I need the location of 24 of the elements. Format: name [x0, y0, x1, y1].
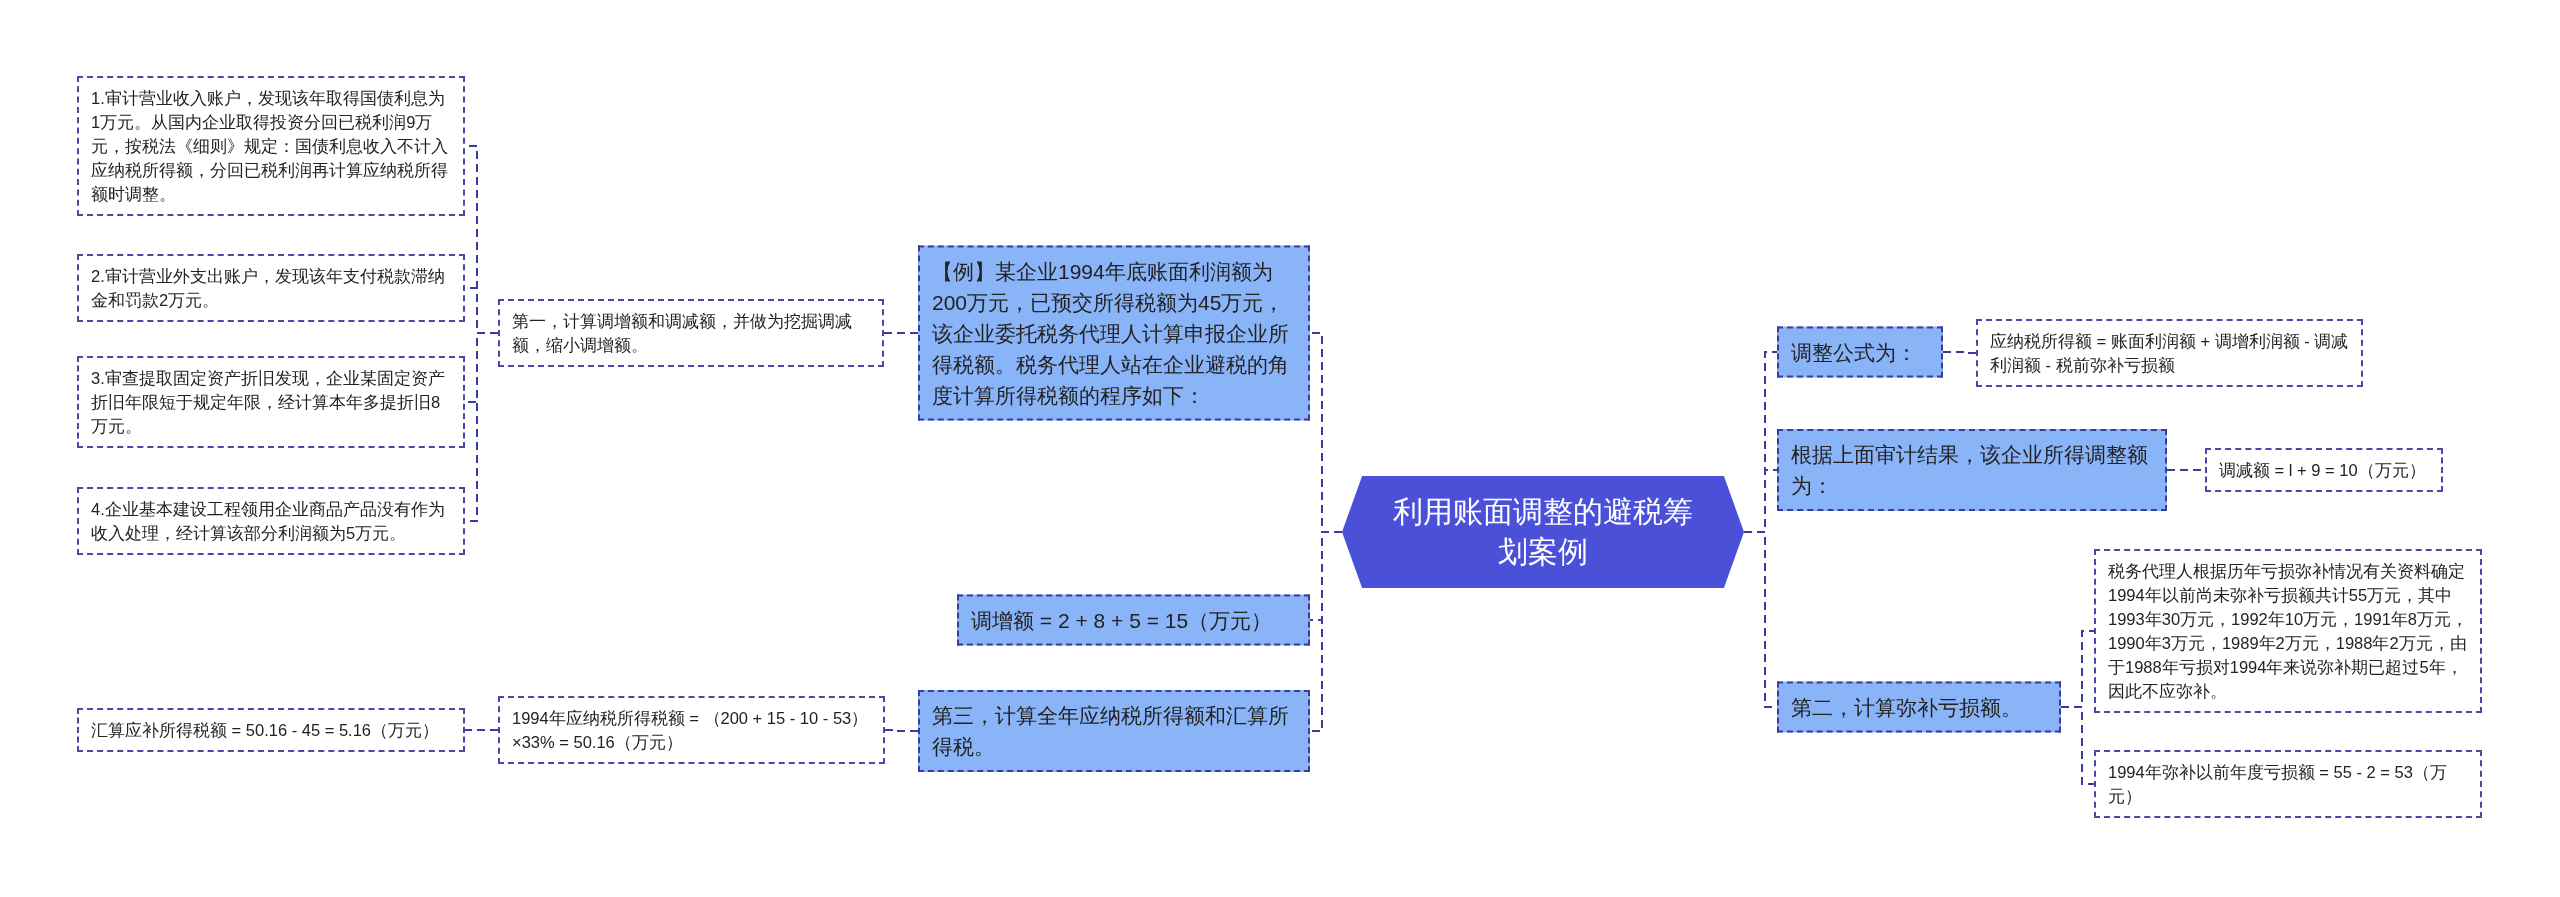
subtopic-box: 应纳税所得额 = 账面利润额 + 调增利润额 - 调减利润额 - 税前弥补亏损额: [1976, 319, 2363, 387]
subtopic-box: 汇算应补所得税额 = 50.16 - 45 = 5.16（万元）: [77, 708, 465, 752]
topic-box: 调增额 = 2 + 8 + 5 = 15（万元）: [957, 594, 1310, 646]
topic-box: 根据上面审计结果，该企业所得调整额为：: [1777, 429, 2167, 511]
connector-line: [1942, 351, 1977, 354]
connector-line: [464, 729, 499, 731]
connector-line: [884, 729, 919, 732]
subtopic-box: 第一，计算调增额和调减额，并做为挖掘调减额，缩小调增额。: [498, 299, 884, 367]
subtopic-box: 3.审查提取固定资产折旧发现，企业某固定资产折旧年限短于规定年限，经计算本年多提折旧8万元。: [77, 356, 465, 448]
subtopic-box: 2.审计营业外支出账户，发现该年支付税款滞纳金和罚款2万元。: [77, 254, 465, 322]
connector-line: [2060, 706, 2095, 785]
connector-line: [1309, 531, 1343, 732]
subtopic-box: 调减额 = l + 9 = 10（万元）: [2205, 448, 2443, 492]
connector-line: [883, 332, 919, 334]
subtopic-box: 税务代理人根据历年亏损弥补情况有关资料确定1994年以前尚未弥补亏损额共计55万元，其中1993年30万元，1992年10万元，1991年8万元， 1990年3万元，1989年2万元，1988年2万元，由于1988年亏损对1994年来说弥补期已超过5年，因此不应弥补。: [2094, 549, 2482, 713]
subtopic-box: 4.企业基本建设工程领用企业商品产品没有作为收入处理，经计算该部分利润额为5万元。: [77, 487, 465, 555]
topic-box: 调整公式为：: [1777, 326, 1943, 378]
central-topic: 利用账面调整的避税筹划案例: [1342, 476, 1744, 588]
subtopic-box: 1.审计营业收入账户，发现该年取得国债利息为1万元。从国内企业取得投资分回已税利润9万元，按税法《细则》规定：国债利息收入不计入应纳税所得额，分回已税利润再计算应纳税所得额时调整。: [77, 76, 465, 216]
subtopic-box: 1994年应纳税所得税额 = （200 + 15 - 10 - 53）×33% = 50.16（万元）: [498, 696, 885, 764]
topic-box: 第二，计算弥补亏损额。: [1777, 681, 2061, 733]
topic-box: 第三，计算全年应纳税所得额和汇算所得税。: [918, 690, 1310, 772]
topic-box: 【例】某企业1994年底账面利润额为200万元，已预交所得税额为45万元，该企业委托税务代理人计算申报企业所得税额。税务代理人站在企业避税的角度计算所得税额的程序如下：: [918, 245, 1310, 421]
subtopic-box: 1994年弥补以前年度亏损额 = 55 - 2 = 53（万元）: [2094, 750, 2482, 818]
